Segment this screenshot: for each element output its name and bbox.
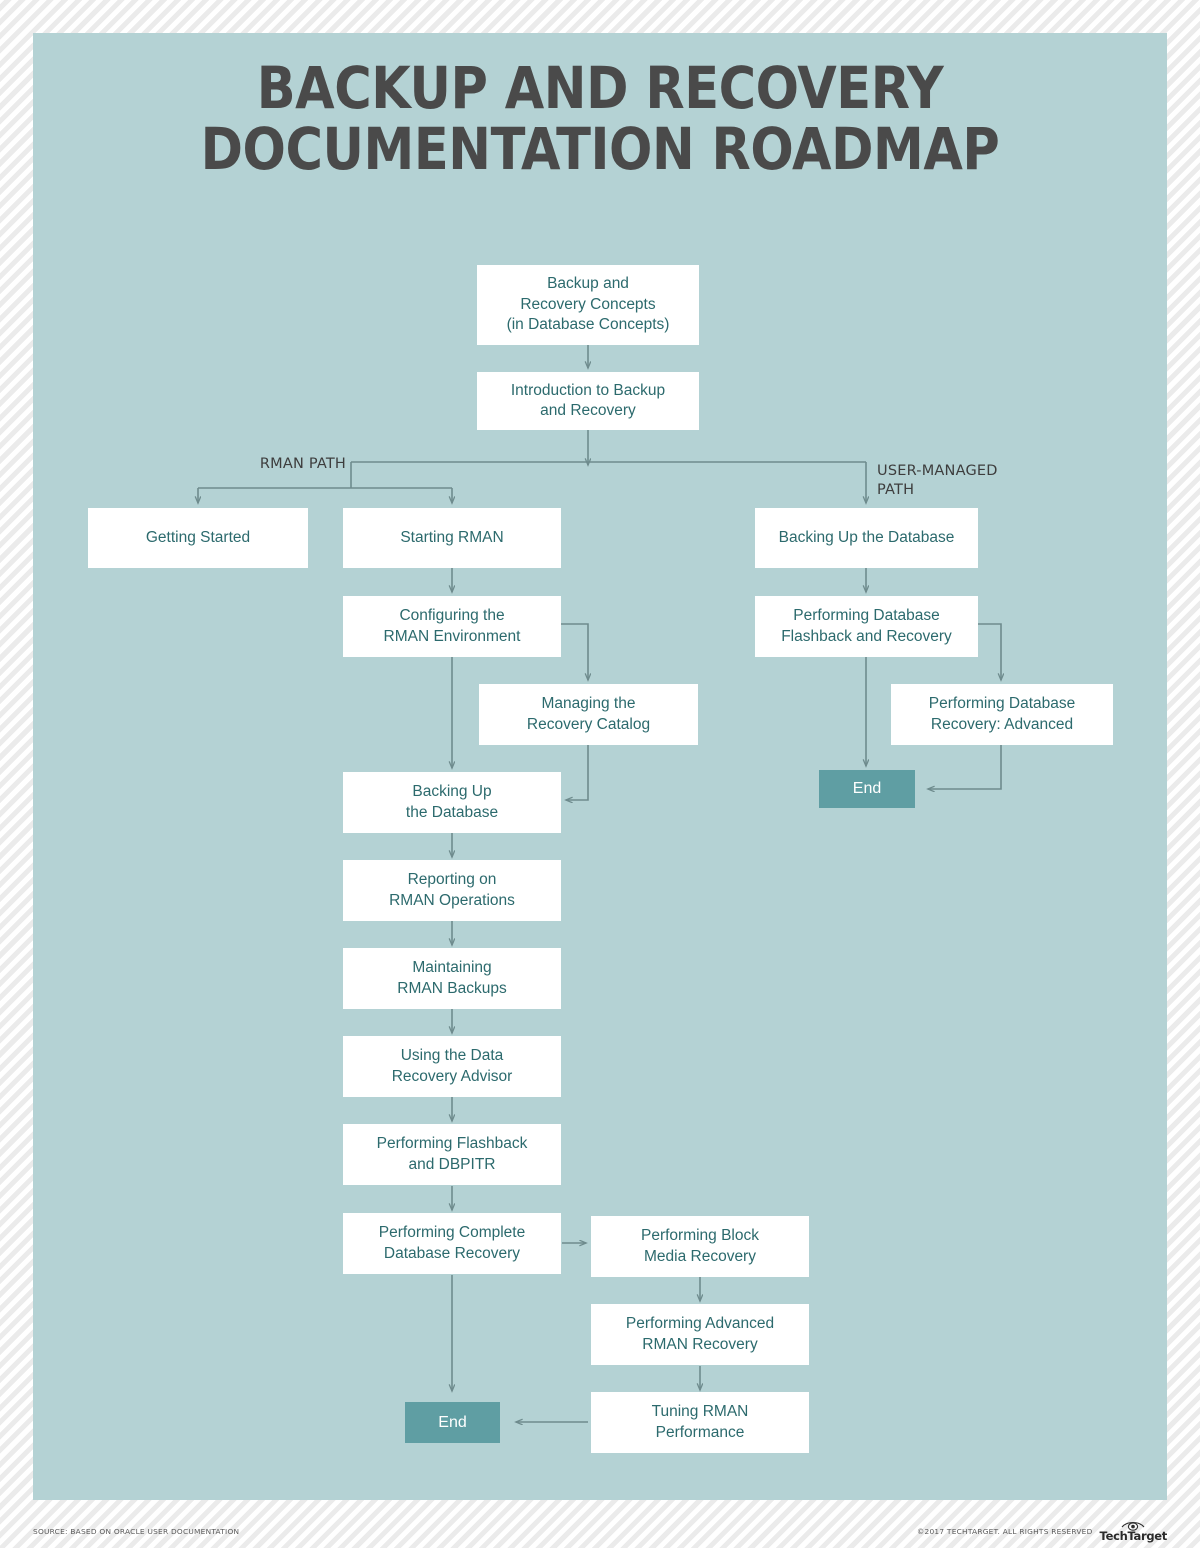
node-backing-up-the-database-user-managed[interactable]: Backing Up the Database	[755, 508, 978, 568]
node-backup-recovery-concepts[interactable]: Backup and Recovery Concepts (in Databas…	[477, 265, 699, 345]
node-tuning-rman-performance[interactable]: Tuning RMAN Performance	[591, 1392, 809, 1453]
node-using-data-recovery-advisor[interactable]: Using the Data Recovery Advisor	[343, 1036, 561, 1097]
path-label-rman: RMAN PATH	[259, 456, 346, 472]
node-introduction-to-backup[interactable]: Introduction to Backup and Recovery	[477, 372, 699, 430]
node-reporting-on-rman-operations[interactable]: Reporting on RMAN Operations	[343, 860, 561, 921]
node-performing-database-flashback-and-recovery[interactable]: Performing Database Flashback and Recove…	[755, 596, 978, 657]
techtarget-logo: TechTarget	[1100, 1520, 1167, 1543]
footer-copyright: ©2017 TECHTARGET. ALL RIGHTS RESERVED	[916, 1526, 1093, 1536]
node-performing-block-media-recovery[interactable]: Performing Block Media Recovery	[591, 1216, 809, 1277]
node-performing-database-recovery-advanced[interactable]: Performing Database Recovery: Advanced	[891, 684, 1113, 745]
node-performing-complete-database-recovery[interactable]: Performing Complete Database Recovery	[343, 1213, 561, 1274]
node-configuring-rman-environment[interactable]: Configuring the RMAN Environment	[343, 596, 561, 657]
techtarget-wordmark: TechTarget	[1099, 1529, 1168, 1543]
poster-panel	[33, 33, 1167, 1500]
node-backing-up-the-database-rman[interactable]: Backing Up the Database	[343, 772, 561, 833]
path-label-user-managed: USER-MANAGED PATH	[877, 463, 998, 498]
node-starting-rman[interactable]: Starting RMAN	[343, 508, 561, 568]
node-performing-advanced-rman-recovery[interactable]: Performing Advanced RMAN Recovery	[591, 1304, 809, 1365]
node-end-rman[interactable]: End	[405, 1402, 500, 1443]
eye-icon	[1121, 1521, 1145, 1531]
node-performing-flashback-dbpitr[interactable]: Performing Flashback and DBPITR	[343, 1124, 561, 1185]
page-title: BACKUP AND RECOVERY DOCUMENTATION ROADMA…	[200, 54, 1000, 184]
node-end-user-managed[interactable]: End	[819, 770, 915, 808]
footer-right: ©2017 TECHTARGET. ALL RIGHTS RESERVED Te…	[917, 1520, 1167, 1543]
footer-source: SOURCE: BASED ON ORACLE USER DOCUMENTATI…	[33, 1527, 240, 1536]
node-managing-recovery-catalog[interactable]: Managing the Recovery Catalog	[479, 684, 698, 745]
node-getting-started[interactable]: Getting Started	[88, 508, 308, 568]
node-maintaining-rman-backups[interactable]: Maintaining RMAN Backups	[343, 948, 561, 1009]
